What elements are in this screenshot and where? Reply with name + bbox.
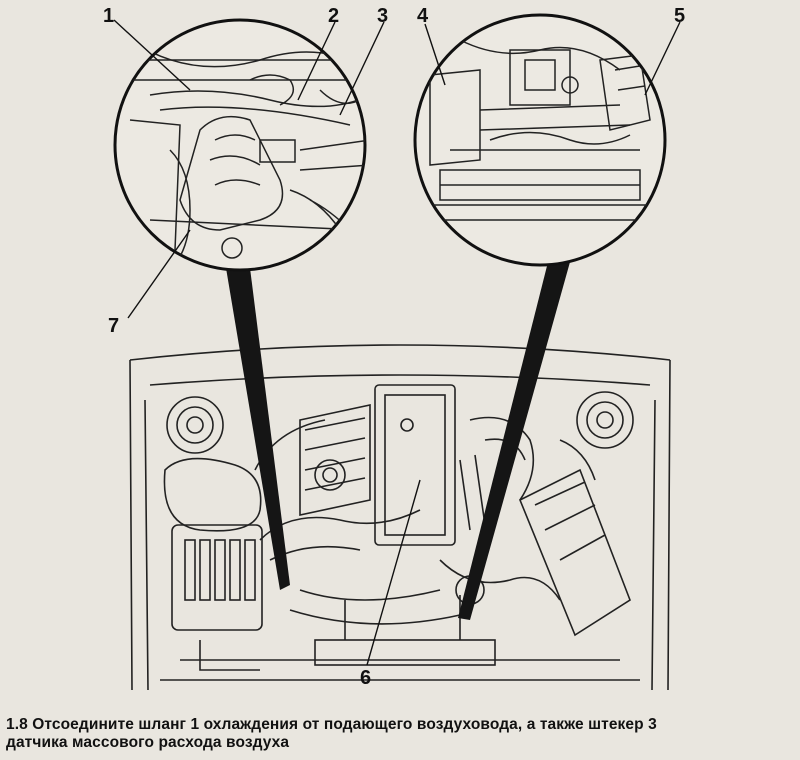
caption-line-1: 1.8 Отсоедините шланг 1 охлаждения от по… (6, 716, 657, 733)
zoom-detail-right (413, 13, 667, 267)
callout-label-2: 2 (328, 5, 340, 27)
callout-label-3: 3 (377, 5, 389, 27)
zoom-detail-left (113, 18, 367, 272)
zoom-leaders (226, 262, 570, 620)
engine-bay-diagram (113, 13, 681, 691)
engine-bay-main-view (129, 344, 671, 691)
callout-label-1: 1 (103, 5, 115, 27)
callout-label-4: 4 (417, 5, 429, 27)
caption-line-2: датчика массового расхода воздуха (6, 734, 290, 751)
figure-caption: 1.8 Отсоедините шланг 1 охлаждения от по… (6, 716, 796, 752)
callout-pointers (113, 19, 681, 666)
callout-label-7: 7 (108, 315, 120, 337)
callout-label-6: 6 (360, 667, 372, 689)
callout-label-5: 5 (674, 5, 686, 27)
